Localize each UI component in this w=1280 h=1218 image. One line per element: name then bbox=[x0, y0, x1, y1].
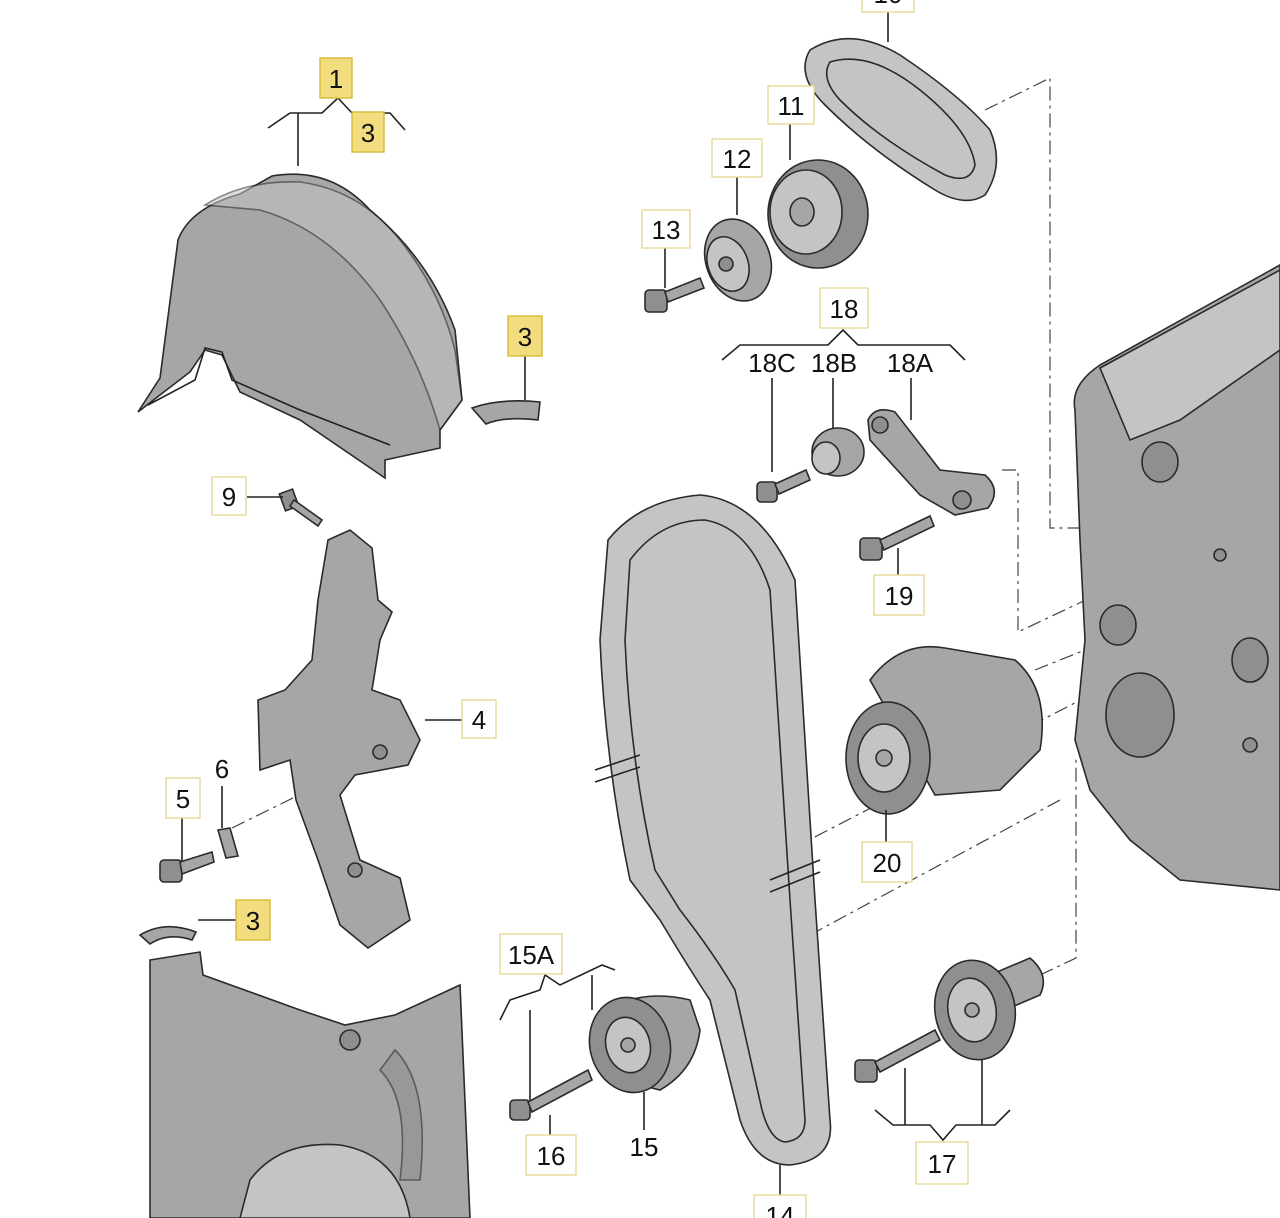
label-3-right: 3 bbox=[507, 315, 543, 357]
tensioner-pulley-12 bbox=[703, 218, 773, 302]
svg-text:5: 5 bbox=[176, 784, 190, 814]
svg-text:10: 10 bbox=[874, 0, 903, 9]
label-15a: 15A bbox=[499, 933, 563, 975]
svg-text:15: 15 bbox=[630, 1132, 659, 1162]
tensioner-roller-15 bbox=[588, 995, 701, 1094]
idler-arm-18a bbox=[867, 409, 996, 516]
idler-roller-17 bbox=[933, 957, 1045, 1061]
label-14: 14 bbox=[753, 1194, 807, 1218]
label-10: 10 bbox=[861, 0, 915, 13]
svg-text:14: 14 bbox=[766, 1201, 795, 1218]
bolt-13 bbox=[644, 276, 706, 313]
bolt-19 bbox=[859, 514, 936, 561]
upper-timing-belt-cover bbox=[137, 173, 463, 480]
svg-text:1: 1 bbox=[329, 64, 343, 94]
label-12: 12 bbox=[711, 138, 763, 178]
svg-text:16: 16 bbox=[537, 1141, 566, 1171]
lower-timing-belt-cover bbox=[149, 951, 471, 1218]
label-6: 6 bbox=[215, 754, 229, 784]
label-3-bottom: 3 bbox=[235, 899, 271, 941]
bolt-17 bbox=[854, 1028, 942, 1083]
svg-text:17: 17 bbox=[928, 1149, 957, 1179]
label-4: 4 bbox=[461, 699, 497, 739]
svg-text:3: 3 bbox=[361, 118, 375, 148]
label-11: 11 bbox=[767, 85, 815, 125]
label-1: 1 bbox=[319, 57, 353, 99]
label-18: 18 bbox=[819, 287, 869, 329]
leader-lines bbox=[181, 12, 1011, 1198]
label-18b: 18B bbox=[811, 348, 857, 378]
label-13: 13 bbox=[641, 209, 691, 249]
coolant-pump bbox=[845, 645, 1043, 815]
svg-text:20: 20 bbox=[873, 848, 902, 878]
label-16: 16 bbox=[525, 1134, 577, 1176]
svg-text:18: 18 bbox=[830, 294, 859, 324]
svg-text:3: 3 bbox=[518, 322, 532, 352]
svg-text:13: 13 bbox=[652, 215, 681, 245]
svg-text:6: 6 bbox=[215, 754, 229, 784]
label-20: 20 bbox=[861, 841, 913, 883]
label-3-top: 3 bbox=[351, 111, 385, 153]
svg-text:4: 4 bbox=[472, 705, 486, 735]
engine-block bbox=[1073, 264, 1280, 891]
label-9: 9 bbox=[211, 476, 247, 516]
rear-timing-panel bbox=[257, 529, 421, 949]
svg-text:18B: 18B bbox=[811, 348, 857, 378]
bolt-5 bbox=[159, 850, 215, 883]
cover-clip-upper bbox=[470, 400, 541, 425]
cover-clip-lower bbox=[138, 925, 198, 946]
label-18c: 18C bbox=[748, 348, 796, 378]
label-19: 19 bbox=[873, 574, 925, 616]
label-17: 17 bbox=[915, 1141, 969, 1185]
stud-6 bbox=[216, 827, 240, 859]
label-15: 15 bbox=[630, 1132, 659, 1162]
main-toothed-belt bbox=[594, 494, 832, 1166]
svg-text:18A: 18A bbox=[887, 348, 934, 378]
svg-text:3: 3 bbox=[246, 906, 260, 936]
bolt-16 bbox=[509, 1068, 594, 1121]
upper-toothed-belt bbox=[804, 37, 998, 202]
label-18a: 18A bbox=[887, 348, 934, 378]
bolt-9 bbox=[278, 488, 324, 528]
camshaft-sprocket bbox=[767, 159, 869, 269]
svg-text:19: 19 bbox=[885, 581, 914, 611]
part-labels: 1 3 3 3 9 4 5 6 10 bbox=[165, 0, 969, 1218]
idler-bushing-18b bbox=[811, 427, 865, 477]
bolt-18c bbox=[756, 468, 812, 503]
svg-text:12: 12 bbox=[723, 144, 752, 174]
svg-text:9: 9 bbox=[222, 482, 236, 512]
svg-text:18C: 18C bbox=[748, 348, 796, 378]
svg-text:11: 11 bbox=[778, 91, 805, 121]
svg-text:15A: 15A bbox=[508, 940, 555, 970]
label-5: 5 bbox=[165, 777, 201, 819]
